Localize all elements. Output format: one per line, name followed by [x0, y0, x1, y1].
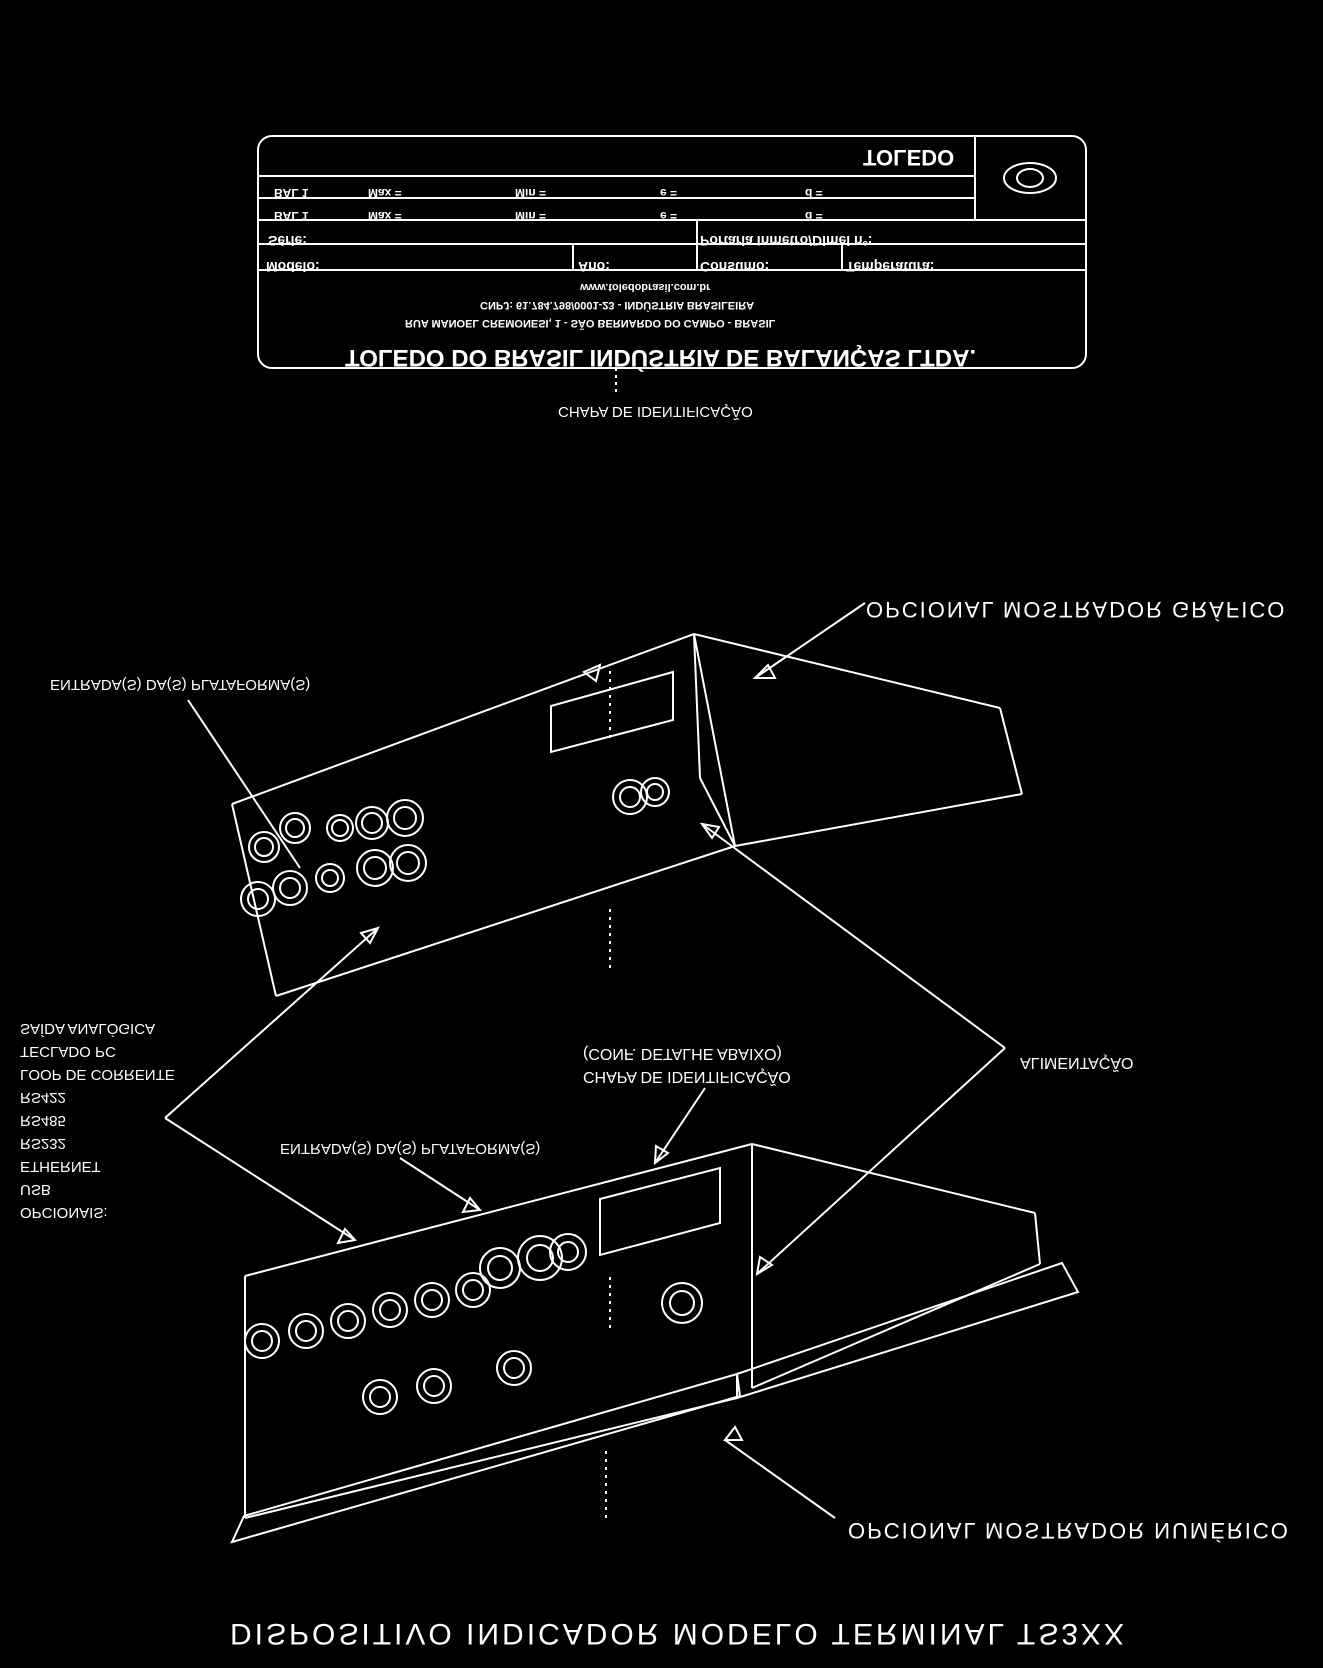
plate-cnpj: CNPJ: 61.784.798/0001-23 - INDÚSTRIA BRA…	[480, 299, 754, 312]
identification-plate	[257, 135, 1087, 394]
plate-serie: Série:	[268, 233, 307, 249]
label-opcionais-8: SAÍDA ANALÓGICA	[20, 1020, 155, 1037]
plate-row1-max: Max =	[368, 186, 402, 200]
label-group: CHAPA DE IDENTIFICAÇÃO OPCIONAL MOSTRADO…	[20, 403, 1290, 1650]
label-chapa-detalhe-2: (CONF. DETALHE ABAIXO)	[583, 1045, 782, 1062]
plate-caption: CHAPA DE IDENTIFICAÇÃO	[558, 403, 753, 420]
plate-row2-d: d =	[805, 209, 823, 223]
plate-company: TOLEDO DO BRASIL INDÚSTRIA DE BALANÇAS L…	[345, 344, 976, 372]
upper-terminal-box	[231, 633, 1023, 997]
plate-row2-max: Max =	[368, 209, 402, 223]
lower-terminal-box	[230, 1143, 1080, 1544]
label-numerico: OPCIONAL MOSTRADOR NUMÉRICO	[848, 1518, 1290, 1543]
label-opcionais-0: OPCIONAIS:	[20, 1204, 108, 1221]
leader-lines	[164, 602, 1006, 1519]
label-entrada-top: ENTRADA(S) DA(S) PLATAFORMA(S)	[50, 676, 310, 693]
upper-connectors	[240, 777, 670, 917]
label-opcionais-5: RS422	[20, 1089, 66, 1106]
label-opcionais-3: RS232	[20, 1135, 66, 1152]
plate-row1-min: Min =	[515, 186, 546, 200]
label-chapa-detalhe-1: CHAPA DE IDENTIFICAÇÃO	[583, 1068, 791, 1088]
label-opcionais-4: RS485	[20, 1112, 66, 1129]
label-entrada-bottom: ENTRADA(S) DA(S) PLATAFORMA(S)	[280, 1140, 540, 1157]
plate-temperatura: Temperatura:	[846, 259, 934, 275]
plate-row2-bal: BAL 1	[274, 209, 309, 223]
plate-website: www.toledobrasil.com.br	[579, 281, 711, 293]
label-opcionais-6: LOOP DE CORRENTE	[20, 1066, 175, 1083]
plate-row1-d: d =	[805, 186, 823, 200]
label-opcionais-2: ETHERNET	[20, 1158, 101, 1175]
label-opcionais-1: USB	[20, 1181, 51, 1198]
plate-brand: TOLEDO	[863, 145, 954, 170]
plate-consumo: Consumo:	[700, 259, 769, 275]
plate-portaria: Portaria Inmetro/Dimel nº:	[700, 233, 872, 249]
plate-modelo: Modelo:	[266, 259, 320, 275]
label-alimentacao: ALIMENTAÇÃO	[1020, 1054, 1134, 1074]
plate-row1-e: e =	[660, 186, 677, 200]
lower-connectors	[244, 1233, 703, 1415]
label-grafico: OPCIONAL MOSTRADOR GRÁFICO	[866, 597, 1286, 622]
plate-row1-bal: BAL 1	[274, 186, 309, 200]
diagram-title: DISPOSITIVO INDICADOR MODELO TERMINAL TS…	[230, 1617, 1127, 1650]
plate-row2-e: e =	[660, 209, 677, 223]
plate-ano: Ano:	[578, 259, 610, 275]
plate-row2-min: Min =	[515, 209, 546, 223]
label-opcionais-7: TECLADO PC	[20, 1043, 116, 1060]
plate-text-group: TOLEDO BAL 1 Max = Min = e = d = BAL 1 M…	[266, 145, 976, 372]
plate-address: RUA MANOEL CREMONESI, 1 - SÃO BERNARDO D…	[405, 317, 776, 330]
